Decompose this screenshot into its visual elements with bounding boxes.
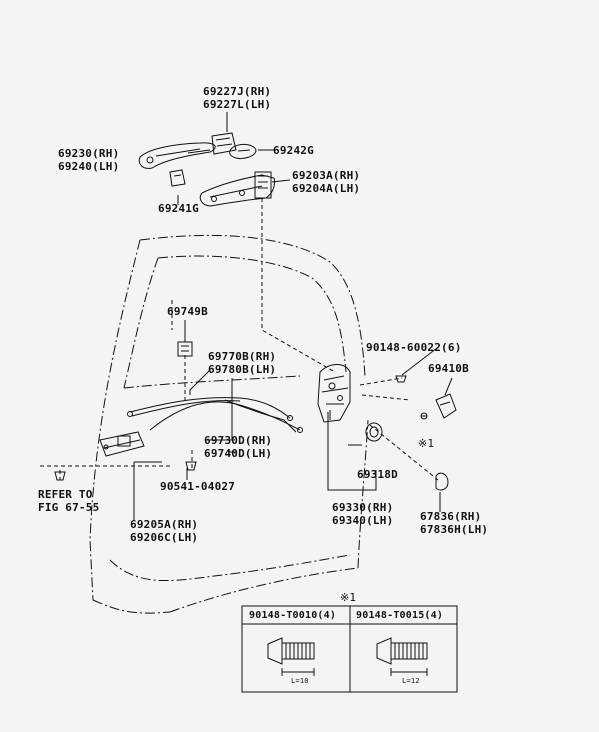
label-69241g: 69241G [158,202,199,215]
label-69227-rh: 69227J(RH) [203,85,272,98]
outside-handle-part [138,142,216,169]
gasket-part [229,143,257,159]
label-69206-lh: 69206C(LH) [130,531,199,544]
label-69242g: 69242G [273,144,314,157]
striker-part [420,393,457,420]
inside-handle-part [99,431,145,457]
leader-lines [133,112,453,520]
label-69730: 69730D(RH) 69740D(LH) [204,434,272,460]
door-lock-assembly-part [317,364,351,423]
table-header-t0015: 90148-T0015(4) [356,610,444,621]
label-refer-line1: REFER TO [38,488,93,501]
door-outline [89,234,369,614]
label-69410b: 69410B [428,362,469,375]
cap-part [435,472,449,491]
screw-t0010-drawing [267,637,315,676]
dim-l12: L=12 [402,677,420,685]
label-90148-60022: 90148-60022(6) [366,341,462,354]
label-refer-line2: FIG 67-55 [38,501,100,514]
label-table-note-mark: ※1 [340,591,357,604]
label-69330-rh: 69330(RH) [332,501,394,514]
handle-frame-part [199,171,275,207]
label-69730-rh: 69730D(RH) [204,434,273,447]
gasket-small-part [169,169,186,187]
label-67836: 67836(RH) 67836H(LH) [420,510,488,536]
dim-l10: L=10 [291,677,309,685]
label-69205: 69205A(RH) 69206C(LH) [130,518,198,544]
label-69204-lh: 69204A(LH) [292,182,361,195]
screw-refer-part [54,471,66,481]
table-header-t0010: 90148-T0010(4) [249,610,337,621]
label-69230: 69230(RH) 69240(LH) [58,147,119,173]
label-69770: 69770B(RH) 69780B(LH) [208,350,276,376]
label-67836-rh: 67836(RH) [420,510,482,523]
label-69230-rh: 69230(RH) [58,147,120,160]
label-69203-rh: 69203A(RH) [292,169,361,182]
screw-part [395,375,407,383]
label-note-mark: ※1 [418,437,435,450]
label-69205-rh: 69205A(RH) [130,518,199,531]
screw-90541-part [185,461,197,471]
label-90541-04027: 90541-04027 [160,480,236,493]
label-69227: 69227J(RH) 69227L(LH) [203,85,271,111]
bushing-part [365,422,383,442]
handle-cap-part [211,132,237,155]
label-69740-lh: 69740D(LH) [204,447,273,460]
label-69340-lh: 69340(LH) [332,514,394,527]
label-69318d: 69318D [357,468,398,481]
lock-cables [127,397,303,433]
screw-t0015-drawing [376,637,428,676]
clip-part [177,341,193,357]
label-69203: 69203A(RH) 69204A(LH) [292,169,360,195]
label-69770-rh: 69770B(RH) [208,350,277,363]
label-69780-lh: 69780B(LH) [208,363,277,376]
label-refer-to: REFER TO FIG 67-55 [38,488,99,514]
label-69330: 69330(RH) 69340(LH) [332,501,393,527]
label-69227-lh: 69227L(LH) [203,98,272,111]
label-69240-lh: 69240(LH) [58,160,120,173]
label-69749b: 69749B [167,305,208,318]
label-67836h-lh: 67836H(LH) [420,523,489,536]
screw-table [241,605,458,693]
